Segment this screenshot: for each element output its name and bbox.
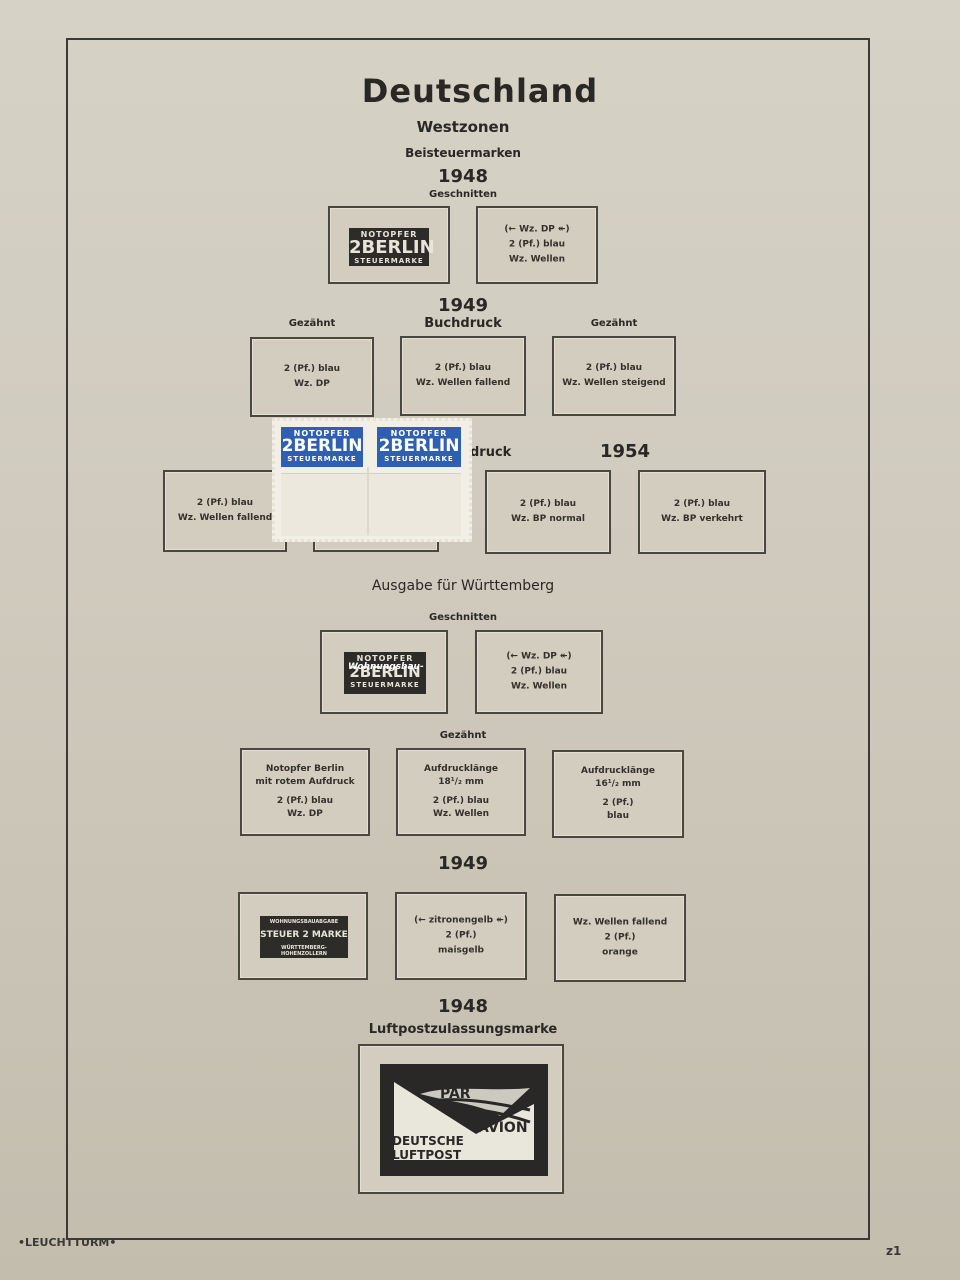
page-number: z1 [886,1244,902,1258]
stamp-image-notopfer: NOTOPFER 2BERLIN STEUERMARKE [349,228,435,266]
footer-brand: •LEUCHTTURM• [18,1236,117,1249]
year-1948-airmail: 1948 [437,996,489,1017]
stamp-box-orange: Wz. Wellen fallend 2 (Pf.) orange [554,894,686,982]
album-page-frame [66,38,870,1240]
heading-wuerttemberg: Ausgabe für Württemberg [371,578,555,594]
label-luftpostzulassungsmarke: Luftpostzulassungsmarke [368,1022,558,1037]
label-buchdruck: Buchdruck [424,316,502,331]
label-gezaehnt-2: Gezähnt [590,318,638,329]
airmail-envelope-icon [390,1072,538,1168]
airmail-text-luftpost: LUFTPOST [392,1148,462,1162]
label-gezaehnt-1: Gezähnt [288,318,336,329]
blue-stamp-right: NOTOPFER 2BERLIN STEUERMARKE [377,427,461,467]
stamp-image-wohnungsbauabgabe: WOHNUNGSBAUABGABE STEUER 2 MARKE WÜRTTEM… [260,916,348,958]
stamp-box-w-red-overprint: Notopfer Berlin mit rotem Aufdruck 2 (Pf… [240,748,370,836]
stamp-box-w-16mm: Aufdrucklänge 16¹/₂ mm 2 (Pf.) blau [552,750,684,838]
stamp-box-wohnungsbauabgabe-print: WOHNUNGSBAUABGABE STEUER 2 MARKE WÜRTTEM… [238,892,368,980]
page-title: Deutschland [361,72,599,110]
stamp-margin-selvage [281,473,461,536]
label-gezaehnt-w: Gezähnt [439,730,487,741]
stamp-box-maisgelb: (← zitronengelb ↞) 2 (Pf.) maisgelb [395,892,527,980]
stamp-box-notopfer-print: NOTOPFER 2BERLIN STEUERMARKE [328,206,450,284]
section-title: Beisteuermarken [405,146,521,160]
year-1948: 1948 [437,166,489,187]
airmail-text-avion: AVION [478,1120,528,1136]
blue-stamp-left: NOTOPFER 2BERLIN STEUERMARKE [281,427,363,467]
stamp-box-wohnungsbau-print: NOTOPFER 2BERLIN STEUERMARKE Wohnungsbau… [320,630,448,714]
stamp-box-w-18mm: Aufdrucklänge 18¹/₂ mm 2 (Pf.) blau Wz. … [396,748,526,836]
stamp-perforation-divider [367,467,369,535]
stamp-image-airmail: PAR AVION DEUTSCHE LUFTPOST [380,1064,548,1176]
page-subtitle: Westzonen [416,118,510,136]
label-geschnitten: Geschnitten [429,189,497,200]
year-1954: 1954 [599,441,651,462]
airmail-text-par: PAR [440,1086,471,1102]
blue-stamp-pair: NOTOPFER 2BERLIN STEUERMARKE NOTOPFER 2B… [272,418,472,542]
year-1949-w: 1949 [437,853,489,874]
year-1949: 1949 [437,295,489,316]
stamp-box-w-cut: (← Wz. DP ↞) 2 (Pf.) blau Wz. Wellen [475,630,603,714]
label-druck-partial: druck [470,445,512,460]
stamp-image-wohnungsbau: NOTOPFER 2BERLIN STEUERMARKE Wohnungsbau… [344,652,426,694]
airmail-text-deutsche: DEUTSCHE [392,1134,464,1148]
stamp-box-1948-cut: (← Wz. DP ↞) 2 (Pf.) blau Wz. Wellen [476,206,598,284]
label-geschnitten-w: Geschnitten [429,612,497,623]
